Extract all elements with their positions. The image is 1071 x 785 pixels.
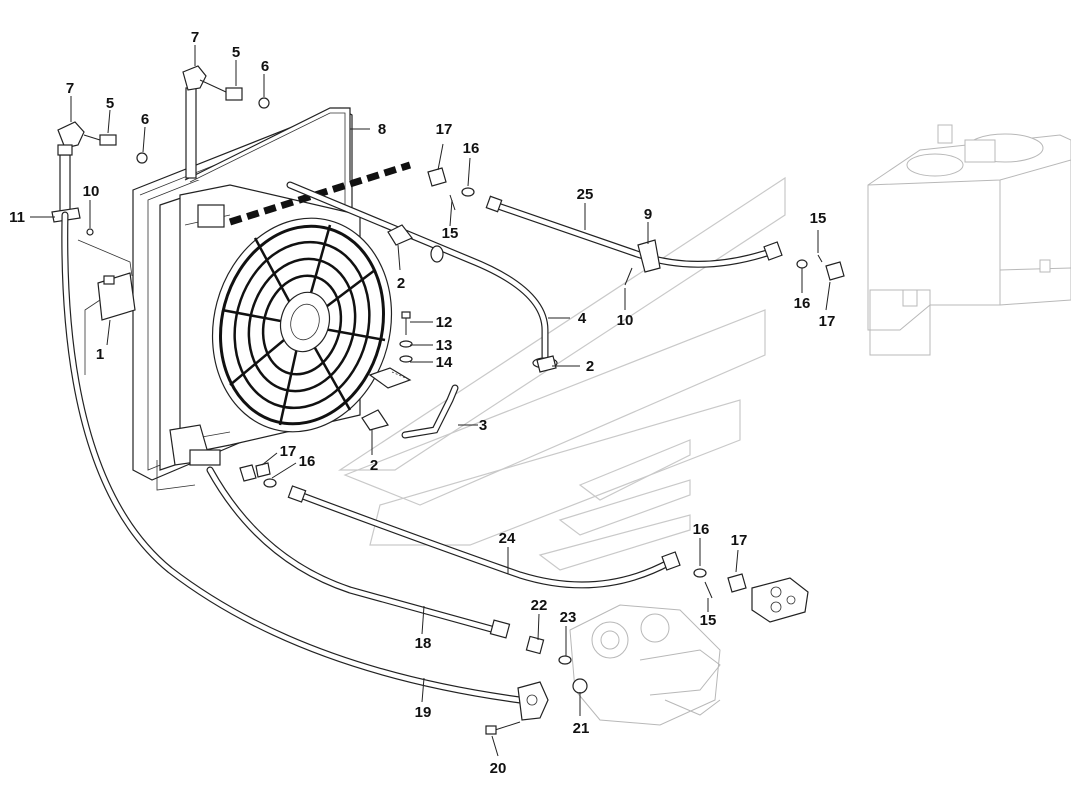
callout-10-left: 10: [83, 183, 100, 200]
callout-2-lower: 2: [370, 457, 378, 474]
callout-19: 19: [415, 704, 432, 721]
callout-5-top: 5: [232, 44, 240, 61]
left-pipe-assembly: [51, 65, 270, 375]
callout-7-top: 7: [191, 29, 199, 46]
callout-16-lower: 16: [693, 521, 710, 538]
callout-17-lower: 17: [731, 532, 748, 549]
callout-16-upper: 16: [463, 140, 480, 157]
callout-25: 25: [577, 186, 594, 203]
cooling-fan: [211, 217, 393, 433]
callout-labels: 1 2 2 2 3 4 5 5 6 6 7 7 8 9 10 10 11 12 …: [9, 29, 835, 777]
hose-clamps: [361, 224, 557, 431]
callout-16-middle: 16: [299, 453, 316, 470]
callout-21: 21: [573, 720, 590, 737]
callout-20: 20: [490, 760, 507, 777]
callout-17-upper: 17: [436, 121, 453, 138]
callout-8: 8: [378, 121, 386, 138]
callout-13: 13: [436, 337, 453, 354]
callout-7-left: 7: [66, 80, 74, 97]
callout-23: 23: [560, 609, 577, 626]
callout-10-right: 10: [617, 312, 634, 329]
callout-18: 18: [415, 635, 432, 652]
callout-6-top: 6: [261, 58, 269, 75]
hose-24: [239, 462, 747, 599]
callout-24: 24: [499, 530, 516, 547]
callout-14: 14: [436, 354, 453, 371]
callout-15-right: 15: [810, 210, 827, 227]
callout-1: 1: [96, 346, 104, 363]
hose-25: [427, 167, 845, 286]
watermark-logo: [337, 176, 786, 571]
callout-4: 4: [578, 310, 587, 327]
callout-9: 9: [644, 206, 652, 223]
bolt-stack: [368, 311, 413, 389]
callout-16-right: 16: [794, 295, 811, 312]
callout-15-upper: 15: [442, 225, 459, 242]
callout-6-left: 6: [141, 111, 149, 128]
leader-lines: [30, 45, 831, 757]
callout-22: 22: [531, 597, 548, 614]
callout-15-lower: 15: [700, 612, 717, 629]
hose-3: [401, 384, 459, 439]
hoses-18-19: [61, 211, 588, 735]
callout-2-right: 2: [586, 358, 594, 375]
callout-3: 3: [479, 417, 487, 434]
callout-2-upper: 2: [397, 275, 405, 292]
valve-block: [751, 577, 809, 623]
shroud-seal: [228, 161, 412, 226]
callout-12: 12: [436, 314, 453, 331]
hydraulic-tank: [867, 124, 1071, 356]
callout-5-left: 5: [106, 95, 114, 112]
callout-17-middle: 17: [280, 443, 297, 460]
callout-11: 11: [9, 209, 25, 226]
gear-pump: [569, 604, 721, 726]
callout-17-right: 17: [819, 313, 836, 330]
